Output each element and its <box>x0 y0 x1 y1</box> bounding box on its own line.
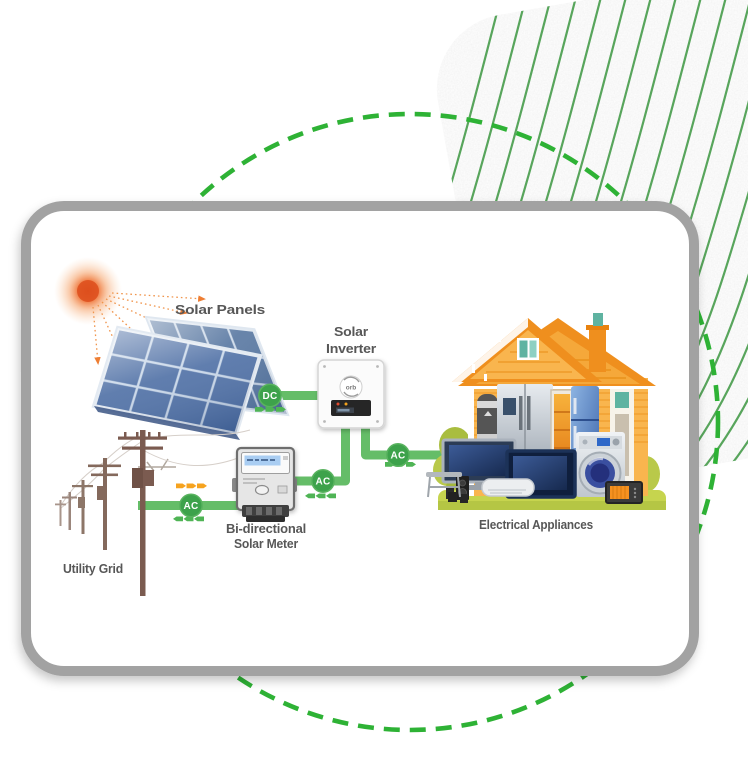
panel-edge <box>94 406 240 440</box>
flow-dashes-dc-right <box>255 407 286 412</box>
ac-badge-grid-label: AC <box>183 501 198 512</box>
sun-rays <box>92 292 206 365</box>
dc-badge-label: DC <box>262 391 277 402</box>
ac-badge-meter: AC <box>311 469 335 493</box>
meter-label-line1: Bi-directional <box>226 522 306 536</box>
ac-badge-house-label: AC <box>390 451 405 462</box>
inverter-logo: orb <box>339 375 363 399</box>
inverter-screen <box>331 400 371 416</box>
ac-badge-meter-label: AC <box>315 477 330 488</box>
house-illustration <box>426 313 666 510</box>
house-roof <box>452 313 656 389</box>
ac-badge-grid: AC <box>179 493 203 518</box>
flow-dashes-meter-left <box>305 493 336 499</box>
flow-dashes-grid-export-left <box>173 516 204 522</box>
sun-icon <box>54 257 122 325</box>
inverter-label-line1: Solar <box>334 325 368 339</box>
air-conditioner <box>481 478 535 497</box>
ac-badge-house: AC <box>386 443 410 467</box>
table <box>426 472 462 477</box>
dc-badge: DC <box>258 383 282 408</box>
solar-inverter-illustration: orb <box>317 359 385 429</box>
meter-illustration <box>232 446 297 522</box>
utility-grid-illustration <box>55 429 251 596</box>
solar-panels-illustration <box>91 315 290 472</box>
inverter-logo-text: orb <box>346 385 357 392</box>
solar-panels-label: Solar Panels <box>175 303 265 317</box>
appliances-label: Electrical Appliances <box>479 518 593 532</box>
inverter-house-line <box>361 426 472 460</box>
flow-dashes-grid-import-right <box>176 483 207 489</box>
appliances-cluster <box>426 384 643 504</box>
pattern-wave-line <box>624 0 748 501</box>
meter-label-line2: Solar Meter <box>234 537 298 551</box>
utility-grid-label: Utility Grid <box>63 562 123 576</box>
meter-inverter-line <box>287 426 350 486</box>
inverter-label-line2: Inverter <box>326 342 376 356</box>
